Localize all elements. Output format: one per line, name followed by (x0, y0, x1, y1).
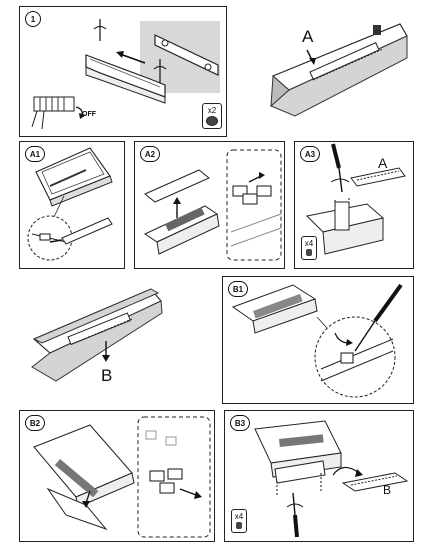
lamp-overview-a (270, 23, 408, 117)
screw-count-badge: x2 (202, 103, 222, 129)
cover-a-label: A (378, 155, 388, 171)
step-a1-panel: A1 (19, 141, 125, 269)
screw-icon (206, 116, 218, 126)
screw-icon (306, 249, 312, 256)
step-b2-illustration (33, 416, 211, 538)
step-number: 1 (25, 11, 41, 27)
step-number: A2 (140, 146, 160, 162)
step-a1-illustration (27, 147, 113, 261)
step-1-panel: 1 OFF x2 (19, 6, 227, 137)
count-text: x4 (234, 512, 244, 521)
step-number: A3 (300, 146, 320, 162)
overview-a-label: A (302, 27, 314, 46)
screw-icon (236, 522, 242, 529)
step-number: B2 (25, 415, 45, 431)
step-number: A1 (25, 146, 45, 162)
step-b1-panel: B1 (222, 276, 414, 404)
off-label: OFF (82, 111, 96, 118)
screw-count-badge: x4 (301, 236, 317, 260)
step-a2-illustration (143, 149, 282, 261)
step-number: B3 (230, 415, 250, 431)
step-number: B1 (228, 281, 248, 297)
screw-count-badge: x4 (231, 509, 247, 533)
step-a2-panel: A2 (134, 141, 285, 269)
count-text: x2 (207, 106, 217, 115)
step-b3-panel: B3 B x4 (224, 410, 414, 542)
count-text: x4 (304, 239, 314, 248)
cover-b-label: B (383, 483, 392, 497)
step-a3-illustration (305, 143, 406, 255)
step-b2-panel: B2 (19, 410, 215, 542)
lamp-overview-b (31, 288, 163, 382)
step-a3-panel: A3 A x4 (294, 141, 414, 269)
step-b3-illustration (254, 420, 409, 538)
step-b1-illustration (231, 283, 403, 398)
overview-b-label: B (101, 366, 113, 385)
step-1-illustration (31, 19, 220, 130)
